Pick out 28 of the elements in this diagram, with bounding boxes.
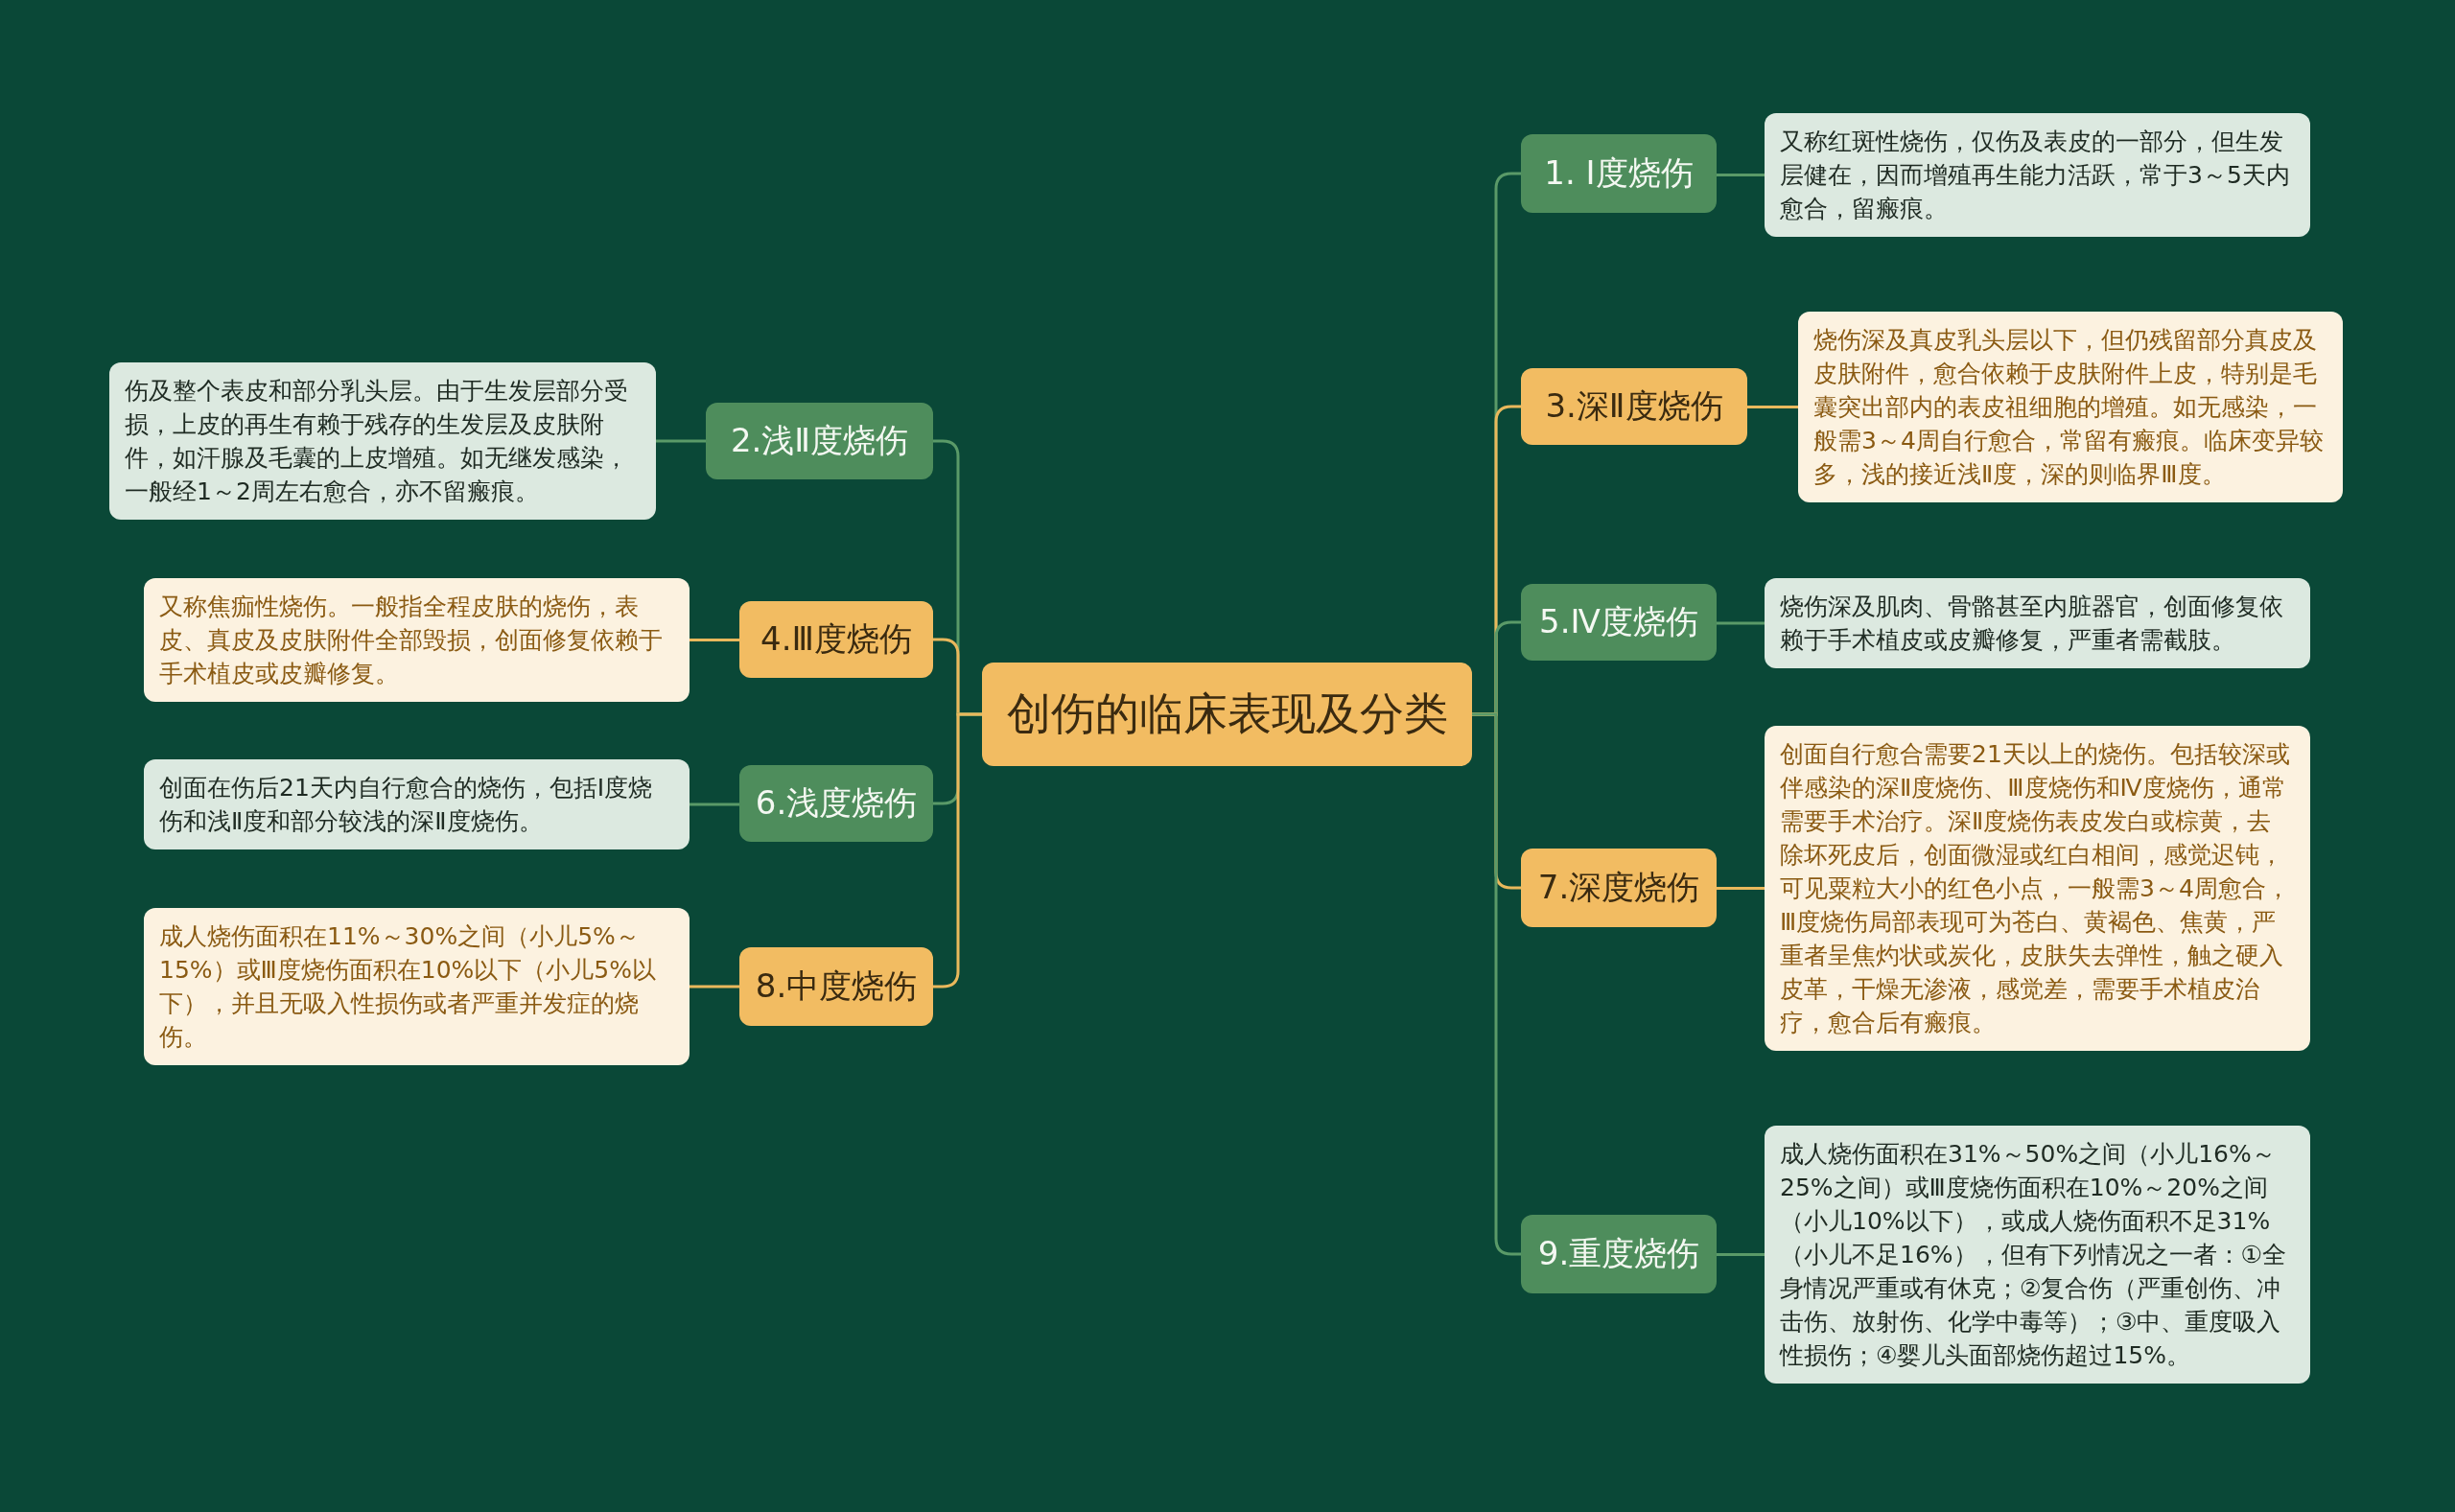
connector-line — [690, 803, 739, 806]
topic-box: 1. Ⅰ度烧伤 — [1521, 134, 1717, 213]
note-box: 又称焦痂性烧伤。一般指全程皮肤的烧伤，表皮、真皮及皮肤附件全部毁损，创面修复依赖于手术植皮或皮瓣修复。 — [144, 577, 690, 702]
note-box: 烧伤深及真皮乳头层以下，但仍残留部分真皮及皮肤附件，愈合依赖于皮肤附件上皮，特别是毛囊突出部内的表皮祖细胞的增殖。如无感染，一般需3～4周自行愈合，常留有瘢痕。临床变异较多，浅的接近浅Ⅱ度，深的则临界Ⅲ度。 — [1798, 311, 2343, 502]
note-box: 成人烧伤面积在31%～50%之间（小儿16%～25%之间）或Ⅲ度烧伤面积在10%～20%之间（小儿10%以下），或成人烧伤面积不足31%（小儿不足16%），但有下列情况之一者：①全身情况严重或有休克；②复合伤（严重创伤、冲击伤、放射伤、化学中毒等）；③中、重度吸入性损伤；④婴儿头面部烧伤超过15%。 — [1765, 1125, 2310, 1384]
topic-box: 8.中度烧伤 — [739, 947, 933, 1026]
topic-box: 5.Ⅳ度烧伤 — [1521, 584, 1717, 661]
connector-line — [1747, 406, 1798, 408]
topic-box: 6.浅度烧伤 — [739, 765, 933, 842]
note-box: 创面在伤后21天内自行愈合的烧伤，包括Ⅰ度烧伤和浅Ⅱ度和部分较浅的深Ⅱ度烧伤。 — [144, 759, 690, 849]
topic-box: 4.Ⅲ度烧伤 — [739, 601, 933, 678]
note-box: 伤及整个表皮和部分乳头层。由于生发层部分受损，上皮的再生有赖于残存的生发层及皮肤附件，如汗腺及毛囊的上皮增殖。如无继发感染，一般经1～2周左右愈合，亦不留瘢痕。 — [109, 362, 656, 520]
connector-line — [1717, 887, 1765, 890]
connector-line — [690, 985, 739, 989]
connector-line — [1717, 621, 1765, 625]
topic-box: 3.深Ⅱ度烧伤 — [1521, 368, 1747, 445]
central-topic-box: 创伤的临床表现及分类 — [982, 663, 1472, 766]
topic-box: 9.重度烧伤 — [1521, 1215, 1717, 1293]
note-box: 烧伤深及肌肉、骨骼甚至内脏器官，创面修复依赖于手术植皮或皮瓣修复，严重者需截肢。 — [1765, 578, 2310, 668]
note-box: 成人烧伤面积在11%～30%之间（小儿5%～15%）或Ⅲ度烧伤面积在10%以下（小儿5%以下），并且无吸入性损伤或者严重并发症的烧伤。 — [144, 908, 690, 1065]
connector-line — [690, 639, 739, 641]
connector-line — [1717, 1253, 1765, 1256]
topic-box: 7.深度烧伤 — [1521, 849, 1717, 927]
connector-line — [656, 439, 706, 443]
note-box: 又称红斑性烧伤，仅伤及表皮的一部分，但生发层健在，因而增殖再生能力活跃，常于3～5天内愈合，留瘢痕。 — [1765, 112, 2310, 237]
note-box: 创面自行愈合需要21天以上的烧伤。包括较深或伴感染的深Ⅱ度烧伤、Ⅲ度烧伤和Ⅳ度烧伤，通常需要手术治疗。深Ⅱ度烧伤表皮发白或棕黄，去除坏死皮后，创面微湿或红白相间，感觉迟钝，可见粟粒大小的红色小点，一般需3～4周愈合，Ⅲ度烧伤局部表现可为苍白、黄褐色、焦黄，严重者呈焦灼状或炭化，皮肤失去弹性，触之硬入皮革，干燥无渗液，感觉差，需要手术植皮治疗，愈合后有瘢痕。 — [1765, 725, 2310, 1051]
connector-line — [1717, 174, 1765, 176]
topic-box: 2.浅Ⅱ度烧伤 — [706, 403, 933, 479]
